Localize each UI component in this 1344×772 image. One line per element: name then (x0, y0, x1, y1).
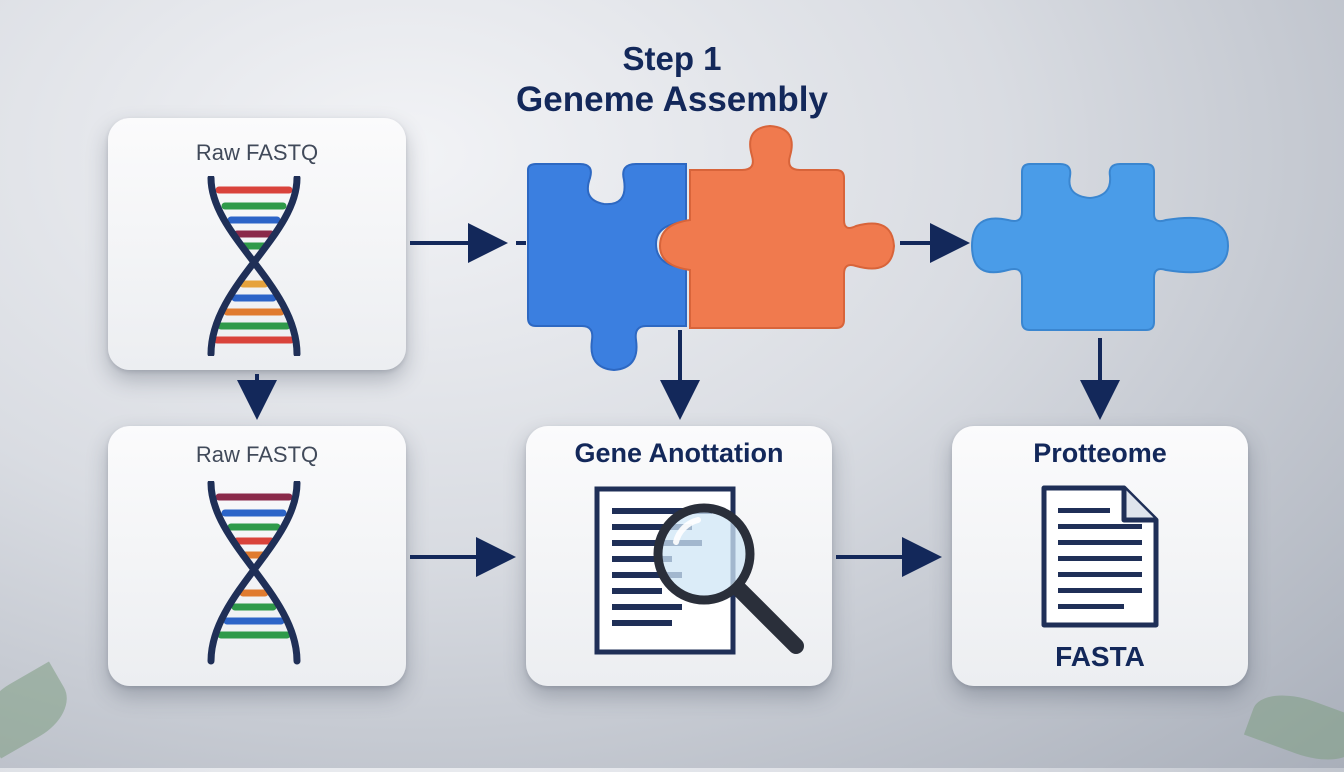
step-title: Step 1 (622, 40, 722, 77)
step-subtitle: Geneme Assembly (516, 80, 828, 119)
card-label-raw-fastq-top: Raw FASTQ (195, 140, 319, 165)
puzzle-piece-icon (527, 163, 687, 372)
dna-helix-icon (207, 481, 301, 665)
dna-helix-icon (207, 176, 301, 356)
card-raw-fastq-bottom: Raw FASTQ (108, 426, 406, 686)
fasta-file-icon (1041, 485, 1159, 628)
card-proteome: Protteome FASTA (952, 426, 1248, 686)
puzzle-piece-icon (658, 124, 896, 329)
card-raw-fastq-top: Raw FASTQ (108, 118, 406, 370)
card-label-gene-annotation: Gene Anottation (574, 438, 784, 468)
puzzle-piece-icon (970, 163, 1230, 331)
card-label-raw-fastq-bottom: Raw FASTQ (195, 442, 319, 467)
card-label-proteome: Protteome (1033, 438, 1167, 468)
magnifier-icon (653, 503, 804, 654)
card-gene-annotation: Gene Anottation (526, 426, 832, 686)
proteome-format-label: FASTA (1055, 641, 1145, 672)
